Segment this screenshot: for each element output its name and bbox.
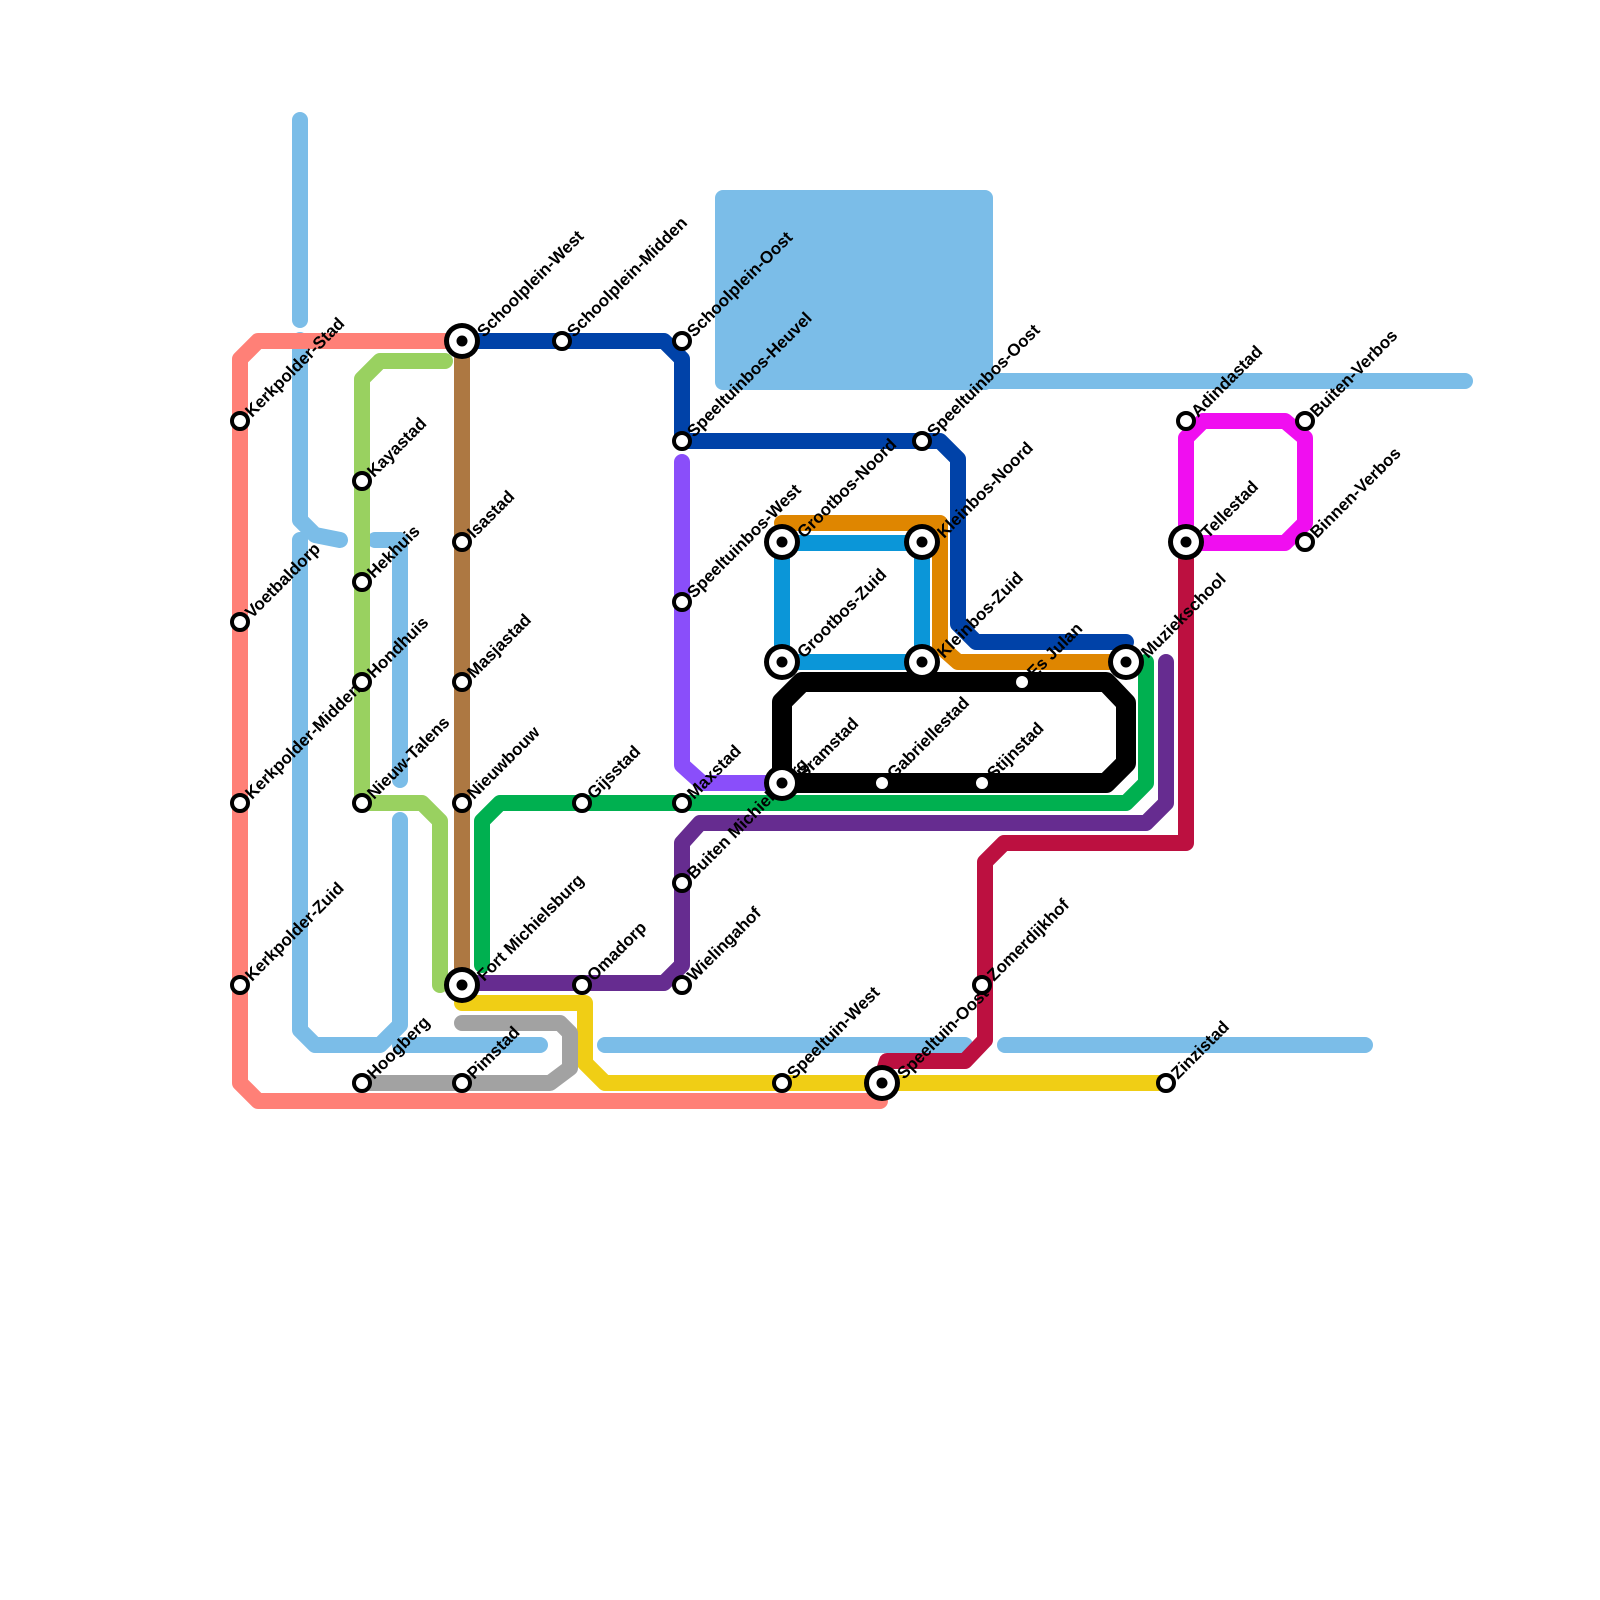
station-dot-icon <box>352 572 372 592</box>
station-dot-icon <box>572 793 592 813</box>
station-dot-icon <box>672 975 692 995</box>
station-dot-icon <box>1012 672 1032 692</box>
interchange-dot-icon <box>1120 656 1132 668</box>
interchange-dot-icon <box>456 335 468 347</box>
route-magenta <box>1178 413 1313 551</box>
station-dot-icon <box>672 793 692 813</box>
interchange-dot-icon <box>776 656 788 668</box>
interchange-dot-icon <box>916 656 928 668</box>
station-dot-icon <box>452 793 472 813</box>
station-dot-icon <box>672 331 692 351</box>
route-gray <box>352 1015 578 1091</box>
station-dot-icon <box>1295 532 1315 552</box>
interchange-dot-icon <box>876 1077 888 1089</box>
station-dot-icon <box>972 975 992 995</box>
station-dot-icon <box>452 672 472 692</box>
station-dot-icon <box>872 773 892 793</box>
station-dot-icon <box>1176 411 1196 431</box>
station-dot-icon <box>230 411 250 431</box>
route-navy <box>454 333 1134 650</box>
route-salmon <box>232 333 888 1109</box>
route-violet <box>674 454 790 791</box>
station-dot-icon <box>672 431 692 451</box>
water-layer <box>292 112 1473 1053</box>
station-dot-icon <box>452 1073 472 1093</box>
route-layer <box>232 333 1313 1109</box>
water-river-3 <box>367 532 408 788</box>
interchange-dot-icon <box>776 777 788 789</box>
route-orange <box>774 515 1134 670</box>
interchange-dot-icon <box>916 536 928 548</box>
station-dot-icon <box>972 773 992 793</box>
station-dot-icon <box>230 612 250 632</box>
station-dot-icon <box>352 471 372 491</box>
station-dot-icon <box>672 592 692 612</box>
station-dot-icon <box>452 532 472 552</box>
station-dot-icon <box>352 793 372 813</box>
interchange-dot-icon <box>776 536 788 548</box>
station-dot-icon <box>230 793 250 813</box>
route-purple <box>454 654 1174 991</box>
interchange-dot-icon <box>456 979 468 991</box>
route-black <box>772 672 1136 793</box>
interchange-dot-icon <box>1180 536 1192 548</box>
station-dot-icon <box>552 331 572 351</box>
station-dot-icon <box>230 975 250 995</box>
route-green <box>474 654 1154 973</box>
station-dot-icon <box>352 1073 372 1093</box>
route-crimson <box>872 535 1194 1091</box>
water-river-2 <box>292 332 408 1053</box>
station-dot-icon <box>1295 411 1315 431</box>
station-dot-icon <box>352 672 372 692</box>
station-dot-icon <box>672 873 692 893</box>
route-light-green-2 <box>354 795 448 993</box>
water-lake <box>715 190 993 390</box>
station-dot-icon <box>1156 1073 1176 1093</box>
station-dot-icon <box>572 975 592 995</box>
station-dot-icon <box>772 1073 792 1093</box>
station-dot-icon <box>912 431 932 451</box>
